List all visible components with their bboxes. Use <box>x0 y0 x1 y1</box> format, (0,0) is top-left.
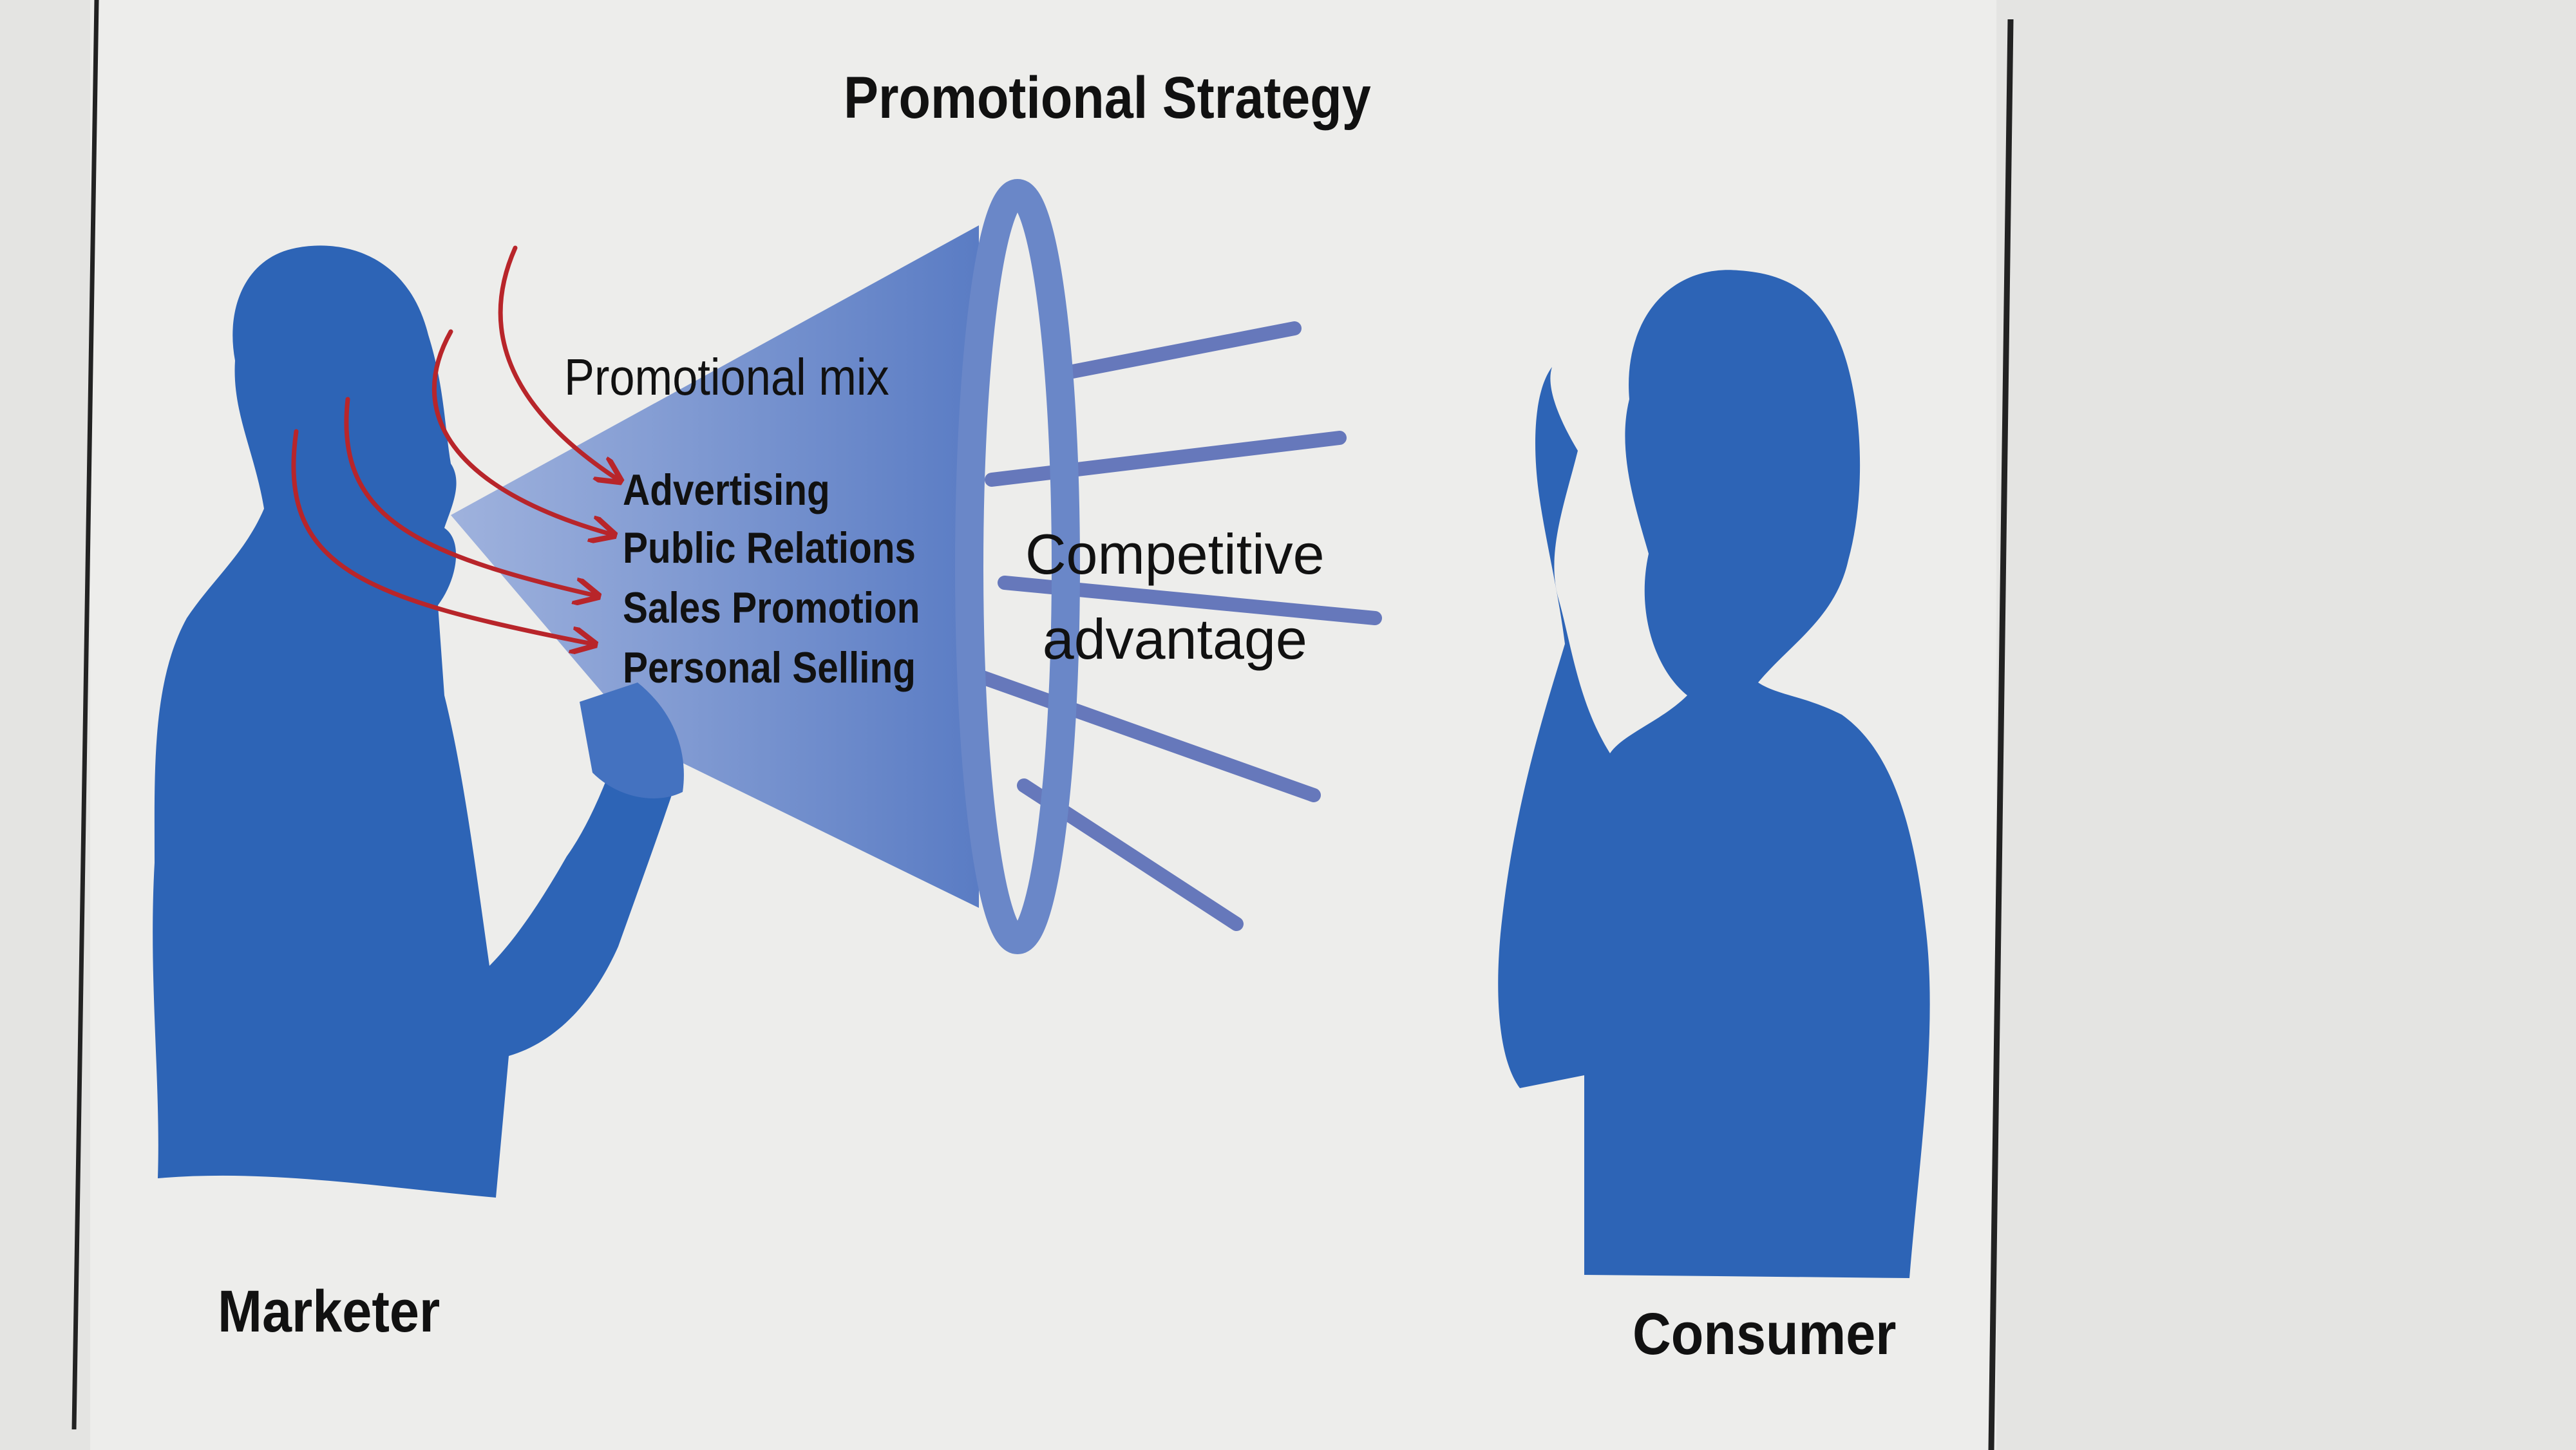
sound-ray <box>985 431 1347 487</box>
competitive-advantage-line-1: Competitive <box>1025 522 1325 586</box>
mix-item-personal-selling: Personal Selling <box>623 643 916 692</box>
megaphone-rim <box>955 179 1080 954</box>
right-border-line <box>1988 19 2014 1450</box>
competitive-advantage-line-2: advantage <box>1042 607 1307 671</box>
diagram-title: Promotional Strategy <box>844 65 1371 131</box>
consumer-label: Consumer <box>1633 1301 1897 1367</box>
red-arrow <box>498 245 618 480</box>
red-arrow <box>291 429 592 644</box>
mix-item-advertising: Advertising <box>623 466 830 514</box>
left-border-line <box>71 0 99 1430</box>
sound-ray <box>972 669 1321 802</box>
megaphone-cone <box>451 225 979 908</box>
mix-item-sales-promotion: Sales Promotion <box>623 583 920 632</box>
competitive-advantage-label: Competitive advantage <box>1025 512 1325 682</box>
megaphone-handle <box>580 683 684 798</box>
marketer-label: Marketer <box>218 1279 440 1344</box>
sound-ray <box>1056 321 1302 381</box>
consumer-silhouette <box>1498 270 1930 1279</box>
marketer-silhouette <box>153 245 689 1198</box>
red-arrow <box>344 397 596 596</box>
annotation-arrows <box>291 245 618 644</box>
red-arrow <box>431 329 612 534</box>
promotional-mix-heading: Promotional mix <box>564 348 889 406</box>
mix-item-public-relations: Public Relations <box>623 523 916 572</box>
